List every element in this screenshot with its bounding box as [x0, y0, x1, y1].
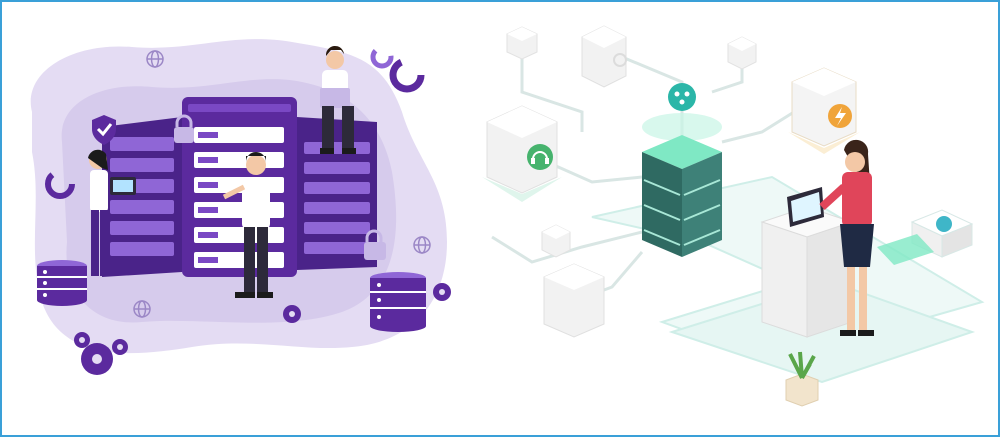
isometric-server: [642, 83, 722, 257]
cube-node-2: [581, 25, 627, 88]
share-icon: [668, 83, 696, 111]
person-with-laptop: [320, 45, 356, 154]
send-icon: [936, 216, 952, 232]
globe-icon-3: [133, 300, 151, 318]
standing-desk: [760, 187, 854, 338]
cube-node-3: [727, 36, 757, 70]
padlock-icon-2: [364, 229, 386, 260]
globe-icon-2: [413, 236, 431, 254]
cube-node-5: [543, 263, 605, 338]
donut-chart-icon: [370, 45, 425, 93]
globe-icon: [146, 50, 164, 68]
left-illustration: [2, 2, 472, 435]
person-with-tablet: [88, 149, 136, 276]
donut-chart-icon-2: [45, 169, 75, 199]
cube-node-4: [541, 224, 571, 258]
padlock-icon: [174, 114, 194, 143]
server-rack-right: [297, 117, 377, 270]
person-pointing: [222, 152, 273, 298]
database-icon: [37, 260, 87, 306]
database-icon-2: [370, 272, 426, 332]
cube-node: [506, 26, 538, 60]
printer-device: [877, 209, 974, 265]
server-room-illustration: [30, 39, 451, 375]
gear-icon: [74, 283, 451, 375]
right-illustration: [472, 2, 998, 435]
server-rack-center: [182, 97, 297, 277]
person-at-laptop: [819, 139, 874, 336]
lightning-cube: [788, 67, 860, 154]
headset-icon: [527, 144, 553, 170]
isometric-network-illustration: [482, 25, 985, 407]
headset-cube: [482, 105, 562, 202]
server-rack-left: [102, 117, 182, 277]
plant-pot: [785, 351, 819, 407]
shield-check-icon: [92, 115, 116, 145]
